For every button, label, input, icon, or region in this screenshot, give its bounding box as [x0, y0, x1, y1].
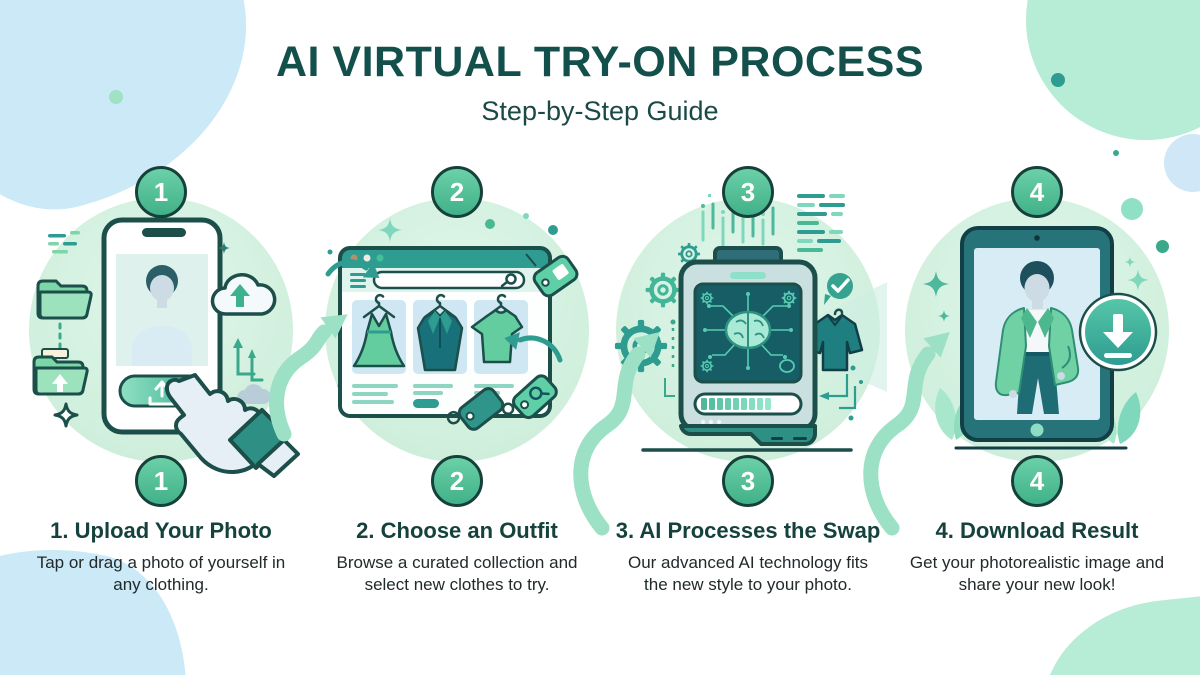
- step-4-number-badge-bottom: 4: [1011, 455, 1063, 507]
- blazer-right: [1048, 307, 1080, 386]
- sparkle-icon: [1127, 269, 1149, 291]
- sparkle-icon: [53, 402, 79, 428]
- step-3-number-badge-bottom: 3: [722, 455, 774, 507]
- deco-dot: [1051, 73, 1065, 87]
- page-title: AI VIRTUAL TRY-ON PROCESS: [275, 38, 924, 86]
- sparkle-icon: [378, 218, 402, 242]
- deco-dot: [485, 219, 495, 229]
- home-button: [1030, 423, 1044, 437]
- ai-machine-icon: [678, 246, 818, 446]
- deco-dot: [548, 225, 558, 235]
- deco-dot: [1156, 240, 1169, 253]
- cloud-upload-icon: [210, 273, 277, 316]
- page-subtitle: Step-by-Step Guide: [481, 96, 719, 126]
- tag-string: [525, 253, 537, 267]
- deco-dot: [109, 90, 123, 104]
- up-arrow-icon: [52, 374, 68, 392]
- step-3-number-badge-top: 3: [722, 166, 774, 218]
- check-bubble-icon: [824, 273, 853, 305]
- menu-icon: [350, 273, 366, 288]
- blazer-left: [994, 307, 1027, 397]
- deco-dot: [1113, 150, 1119, 156]
- arrow-step1-to-step2: [269, 314, 348, 442]
- magnifier-tag-icon: [501, 374, 558, 420]
- machine-base: [679, 424, 817, 446]
- browser-window-icon: [338, 246, 552, 418]
- deco-dot: [327, 249, 333, 255]
- step-1-description: Tap or drag a photo of yourself in any c…: [36, 553, 286, 594]
- step-2-description: Browse a curated collection and select n…: [336, 553, 578, 594]
- browser-header: [340, 248, 550, 268]
- clothing-browser-illustration: [325, 213, 579, 431]
- brain-circuit-icon: [699, 289, 798, 374]
- step-4-heading: 4. Download Result: [935, 518, 1139, 543]
- circuit-elbow: [664, 378, 675, 397]
- card-button: [413, 399, 439, 408]
- pants: [1017, 354, 1059, 414]
- dress-icon: [352, 312, 406, 368]
- small-cloud-icon: [237, 384, 271, 404]
- folder-upload-icon: [32, 348, 89, 396]
- step-3-description: Our advanced AI technology fits the new …: [627, 553, 869, 594]
- circuit-elbows: [819, 365, 863, 421]
- step-3-heading: 3. AI Processes the Swap: [615, 518, 881, 543]
- ai-processor-illustration: [603, 192, 887, 452]
- curved-arrow-icon: [325, 259, 380, 279]
- price-tag-icon: [446, 387, 505, 431]
- download-button: [1078, 292, 1158, 372]
- step-4-number-badge-top: 4: [1011, 166, 1063, 218]
- person-photo-icon: [132, 265, 192, 366]
- step-1-heading: 1. Upload Your Photo: [50, 518, 272, 543]
- search-icon: [505, 273, 517, 285]
- step-2-column: 2: [312, 166, 602, 646]
- tshirt-icon: [470, 308, 524, 364]
- deco-dot: [523, 213, 529, 219]
- deco-dot: [1121, 198, 1143, 220]
- tablet-icon: [960, 226, 1114, 442]
- person-new-outfit-icon: [994, 261, 1080, 414]
- step-3-column: 3: [603, 166, 893, 646]
- step-1-number-badge-top: 1: [135, 166, 187, 218]
- arrow-step3-to-step4: [863, 331, 950, 536]
- arrow-step2-to-step3: [573, 331, 660, 536]
- download-icon: [1103, 314, 1133, 358]
- progress-bar: [693, 392, 803, 416]
- step-4-description: Get your photorealistic image and share …: [909, 553, 1165, 594]
- result-tablet-illustration: [922, 226, 1158, 450]
- blazer-icon: [416, 309, 464, 372]
- step-2-number-badge-top: 2: [431, 166, 483, 218]
- code-lines-icon: [797, 194, 845, 252]
- list-lines-icon: [48, 231, 80, 254]
- search-icon: [529, 386, 543, 400]
- curved-arrow-icon: [504, 332, 563, 363]
- sparkle-icon: [922, 270, 950, 298]
- step-1-number-badge-bottom: 1: [135, 455, 187, 507]
- check-icon: [831, 278, 850, 293]
- folder-icon: [36, 279, 93, 320]
- sparkle-icon: [1124, 256, 1136, 268]
- step-2-number-badge-bottom: 2: [431, 455, 483, 507]
- jacket-icon: [806, 308, 864, 372]
- step-2-heading: 2. Choose an Outfit: [356, 518, 558, 543]
- search-bar: [372, 270, 526, 290]
- price-tag-icon: [532, 254, 579, 298]
- step-4-column: 4: [892, 166, 1182, 646]
